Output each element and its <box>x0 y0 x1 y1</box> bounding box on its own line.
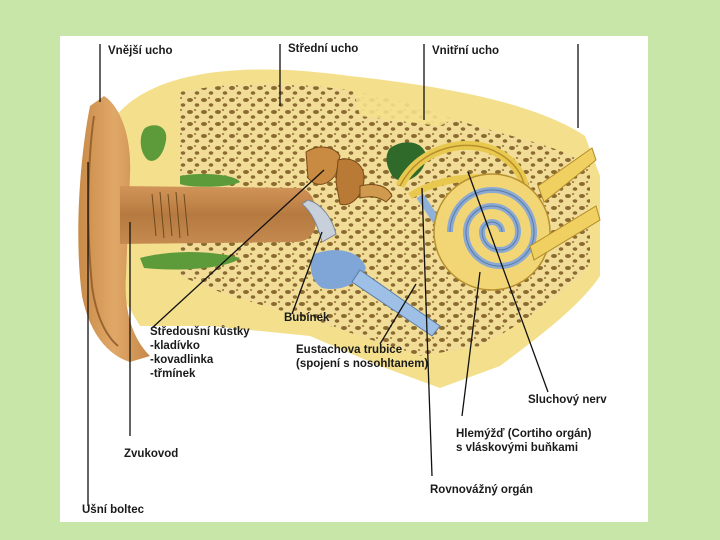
label-ear-canal: Zvukovod <box>124 448 179 460</box>
label-eustachian-tube-note: (spojení s nosohltanem) <box>296 358 429 370</box>
label-eustachian-tube: Eustachova trubice <box>296 344 403 356</box>
label-ossicle-malleus: -kladívko <box>150 340 200 352</box>
auditory-nerve-shape <box>529 147 601 261</box>
diagram-panel: Vnější ucho Střední ucho Vnitřní ucho St… <box>60 36 648 522</box>
auricle-shape <box>78 96 150 362</box>
soft-tissue-patches <box>140 125 427 270</box>
label-cochlea: Hlemýžď (Cortiho orgán) <box>456 428 592 440</box>
label-balance-organ: Rovnovážný orgán <box>430 484 533 496</box>
leader-lines <box>87 44 579 506</box>
label-ossicle-stapes: -třmínek <box>150 368 196 380</box>
label-eardrum: Bubínek <box>284 312 330 324</box>
label-outer-ear: Vnější ucho <box>108 45 173 57</box>
label-middle-ear: Střední ucho <box>288 43 359 55</box>
label-cochlea-note: s vláskovými buňkami <box>456 442 579 454</box>
cochlea-shape <box>433 173 551 291</box>
label-ossicle-incus: -kovadlinka <box>150 354 214 366</box>
ear-canal-shape <box>120 186 317 244</box>
ossicles-shape <box>305 146 393 206</box>
label-auricle: Ušní boltec <box>82 504 144 516</box>
ear-anatomy-illustration <box>78 44 601 506</box>
eustachian-tube-shape <box>310 250 441 337</box>
label-auditory-nerve: Sluchový nerv <box>528 394 607 406</box>
label-ossicles-title: Středoušní kůstky <box>150 326 250 338</box>
label-inner-ear: Vnitřní ucho <box>432 45 500 57</box>
eardrum-shape <box>301 199 337 243</box>
